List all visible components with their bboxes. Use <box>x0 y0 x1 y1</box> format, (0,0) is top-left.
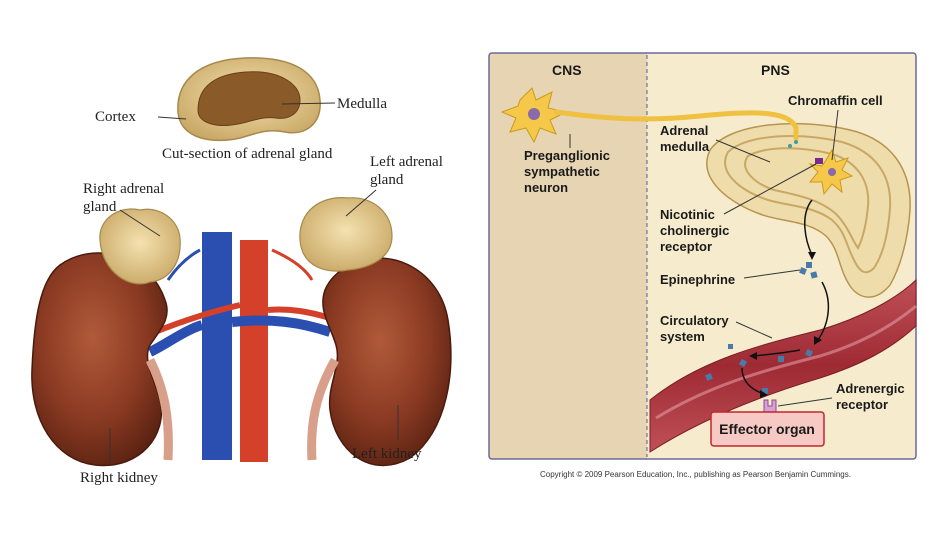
left-kidney-label: Left kidney <box>352 446 422 462</box>
nicotinic-label-line2: cholinergic <box>660 223 729 238</box>
right-kidney-shape <box>31 252 168 467</box>
acetylcholine-dot-1 <box>788 144 792 148</box>
left-adrenal-leader <box>345 189 377 217</box>
epinephrine-molecule <box>805 349 813 357</box>
left-adrenal-label-line2: gland <box>370 172 404 188</box>
circulatory-label-line2: system <box>660 329 705 344</box>
effector-organ-box <box>710 411 825 447</box>
epinephrine-molecule <box>762 388 768 394</box>
preganglionic-label-line2: sympathetic <box>524 164 600 179</box>
chromaffin-nucleus <box>828 168 836 176</box>
vessel-lumen <box>655 304 917 420</box>
inferior-vena-cava <box>202 232 232 460</box>
nicotinic-label-line3: receptor <box>660 239 712 254</box>
left-kidney-shape <box>322 257 452 467</box>
chromaffin-leader <box>831 109 839 161</box>
preganglionic-axon <box>553 109 799 141</box>
medulla-label: Medulla <box>337 96 387 112</box>
nicotinic-label-line1: Nicotinic <box>660 207 715 222</box>
epinephrine-molecule <box>728 344 733 349</box>
epinephrine-label: Epinephrine <box>660 272 735 287</box>
adrenergic-leader <box>777 397 833 407</box>
adrenergic-label-line1: Adrenergic <box>836 381 905 396</box>
medulla-leader <box>281 102 336 105</box>
cortex-leader <box>157 116 187 120</box>
renal-vein-left <box>231 315 332 337</box>
epinephrine-molecule <box>810 271 818 279</box>
epinephrine-molecule <box>806 262 812 268</box>
cns-header: CNS <box>552 62 582 78</box>
epinephrine-molecule <box>799 267 807 275</box>
aorta <box>240 240 268 462</box>
epinephrine-molecule <box>705 373 713 381</box>
right-adrenal-label-line2: gland <box>83 199 117 215</box>
adrenergic-label-line2: receptor <box>836 397 888 412</box>
adrenal-cut-section <box>177 57 321 142</box>
epinephrine-molecule <box>778 356 784 362</box>
adrenal-medulla-tissue <box>706 122 911 298</box>
adrenal-medulla-leader <box>715 139 771 163</box>
copyright-notice: Copyright © 2009 Pearson Education, Inc.… <box>540 470 851 479</box>
adrenal-vessel-left <box>271 248 314 281</box>
medulla-ring-2 <box>744 147 870 250</box>
flow-arrowhead-2 <box>814 336 822 345</box>
flow-arrow-3 <box>754 349 801 357</box>
left-adrenal-label-line1: Left adrenal <box>370 154 443 170</box>
flow-arrow-1 <box>804 199 813 256</box>
right-adrenal-label-line1: Right adrenal <box>83 181 164 197</box>
nicotinic-receptor-marker <box>815 158 823 164</box>
epinephrine-leader <box>743 269 801 279</box>
nicotinic-leader <box>723 163 817 215</box>
flow-arrowhead-4 <box>760 390 768 398</box>
chromaffin-label: Chromaffin cell <box>788 93 883 108</box>
renal-artery-right <box>153 302 241 335</box>
circulatory-label-line1: Circulatory <box>660 313 729 328</box>
left-adrenal-shape <box>299 197 393 272</box>
acetylcholine-dot-2 <box>794 140 798 144</box>
epinephrine-molecule <box>738 358 748 368</box>
kidneys-illustration <box>31 197 452 467</box>
pns-header: PNS <box>761 62 790 78</box>
medulla-ring-1 <box>724 135 892 274</box>
effector-organ-label: Effector organ <box>719 421 815 437</box>
preganglionic-label-line1: Preganglionic <box>524 148 610 163</box>
right-adrenal-leader <box>119 209 161 237</box>
flow-arrow-2 <box>817 281 830 341</box>
left-ureter <box>307 357 339 461</box>
right-kidney-label: Right kidney <box>80 470 158 486</box>
flow-arrowhead-1 <box>808 252 816 260</box>
adrenal-vessel-right <box>166 248 201 281</box>
flow-arrowhead-3 <box>749 352 757 360</box>
cortex-label: Cortex <box>95 109 136 125</box>
right-ureter <box>145 357 173 461</box>
cut-section-caption: Cut-section of adrenal gland <box>162 146 333 162</box>
neuron-nucleus <box>528 108 540 120</box>
adrenal-medulla-shape <box>197 71 301 126</box>
preganglionic-label-line3: neuron <box>524 180 568 195</box>
adrenal-medulla-label-line2: medulla <box>660 139 710 154</box>
diagram-border <box>488 52 917 460</box>
circulatory-leader <box>735 321 773 339</box>
adrenal-medulla-label-line1: Adrenal <box>660 123 708 138</box>
renal-vein-right <box>147 320 204 357</box>
neural-control-diagram: CNS PNS <box>488 52 917 460</box>
